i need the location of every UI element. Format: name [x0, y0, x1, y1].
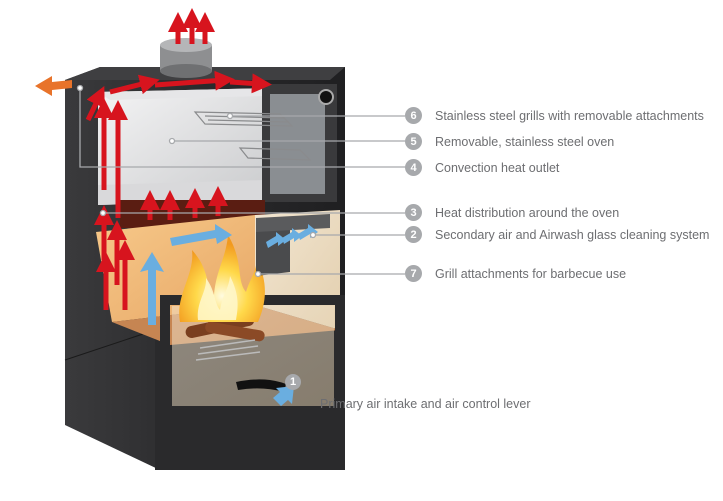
callout-label: Grill attachments for barbecue use [435, 266, 627, 281]
callout-secondary-air: 2 Secondary air and Airwash glass cleani… [405, 226, 709, 243]
callout-heat-distribution: 3 Heat distribution around the oven [405, 204, 619, 221]
callout-oven: 5 Removable, stainless steel oven [405, 133, 614, 150]
callout-convection-outlet: 4 Convection heat outlet [405, 159, 559, 176]
callout-number: 3 [405, 204, 422, 221]
cool-air-arrows [140, 224, 318, 406]
callout-grill-attachments: 7 Grill attachments for barbecue use [405, 265, 626, 282]
oven-grills [193, 111, 312, 161]
oven-door [262, 84, 337, 202]
callout-number: 7 [405, 265, 422, 282]
hot-air-arrows [85, 8, 272, 310]
flames [179, 235, 265, 322]
callout-label: Convection heat outlet [435, 160, 560, 175]
callout-number: 2 [405, 226, 422, 243]
flue-collar [160, 38, 212, 78]
oven-cavity [98, 88, 272, 205]
callout-number-primary: 1 [285, 374, 301, 390]
callout-label: Removable, stainless steel oven [435, 134, 615, 149]
callout-leaders [76, 84, 405, 278]
callout-grills: 6 Stainless steel grills with removable … [405, 107, 704, 124]
callout-label: Stainless steel grills with removable at… [435, 108, 704, 123]
callout-label: Secondary air and Airwash glass cleaning… [435, 227, 710, 242]
callout-number: 5 [405, 133, 422, 150]
callout-number: 4 [405, 159, 422, 176]
callout-label: Heat distribution around the oven [435, 205, 620, 220]
callout-label-primary: Primary air intake and air control lever [320, 397, 531, 411]
convection-outlet-arrow [35, 76, 72, 96]
callout-number: 6 [405, 107, 422, 124]
